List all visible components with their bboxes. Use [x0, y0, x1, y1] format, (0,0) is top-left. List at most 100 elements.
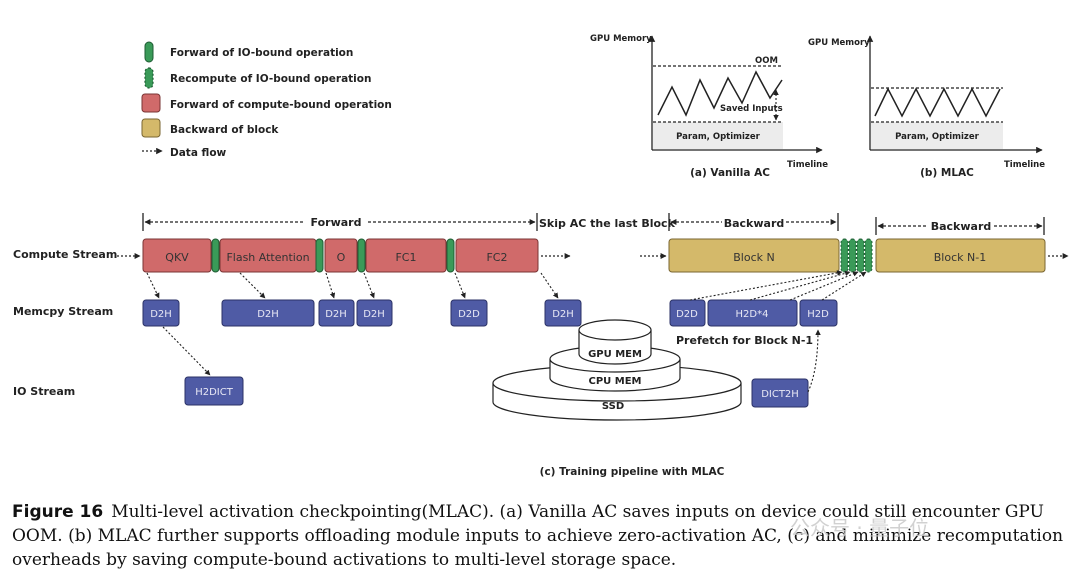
memcpy-label: D2D: [458, 309, 480, 320]
compute-stream: QKV Flash Attention O FC1 FC2 Block N Bl…: [117, 238, 1069, 273]
panel-a-base-fill: [653, 122, 783, 149]
fc1-label: FC1: [395, 251, 416, 264]
panel-a-oom-label: OOM: [755, 56, 778, 66]
flow-arrow: [363, 272, 375, 299]
backward2-label: Backward: [931, 220, 992, 233]
memcpy-h2d-x4: [707, 299, 798, 327]
io-forward-capsule: [211, 238, 220, 273]
io-stream: H2DICT DICT2H: [184, 376, 809, 408]
memcpy-d2h: [221, 299, 315, 327]
io-forward-capsule: [315, 238, 324, 273]
figure-label: Figure 16: [12, 502, 104, 522]
panel-b-memory-curve: [874, 87, 1001, 118]
skip-ac-label: Skip AC the last Block: [539, 217, 676, 230]
green-dotted-capsule-icon: [144, 67, 154, 89]
panel-a-xlabel: Timeline: [787, 160, 828, 170]
qkv-block: [142, 238, 212, 273]
prefetch-label: Prefetch for Block N-1: [676, 334, 813, 347]
memcpy-d2h: [544, 299, 582, 327]
io-forward-capsule: [357, 238, 366, 273]
compute-stream-label: Compute Stream: [13, 248, 117, 261]
legend-label: Forward of IO-bound operation: [170, 47, 353, 59]
fc2-label: FC2: [486, 251, 507, 264]
memcpy-d2h: [318, 299, 355, 327]
panel-b-mlac: GPU Memory Timeline Param, Optimizer (b)…: [808, 35, 1045, 179]
flow-arrow: [239, 272, 266, 299]
backward1-label: Backward: [724, 217, 785, 230]
panel-b-ylabel: GPU Memory: [808, 38, 870, 48]
cpu-mem-label: CPU MEM: [588, 376, 641, 387]
panel-a-memory-curve: [657, 70, 783, 117]
flow-arrow: [162, 326, 211, 376]
legend: Forward of IO-bound operation Recompute …: [141, 41, 392, 159]
memcpy-d2h: [356, 299, 393, 327]
legend-item-compute-forward: Forward of compute-bound operation: [141, 93, 392, 113]
memcpy-label: H2D: [807, 309, 829, 320]
legend-label: Recompute of IO-bound operation: [170, 73, 371, 85]
qkv-label: QKV: [165, 251, 189, 264]
block-n: [668, 238, 840, 273]
data-flow-arrows: [146, 270, 867, 393]
forward-label: Forward: [311, 216, 362, 229]
o-block: [324, 238, 358, 273]
flow-arrow: [807, 329, 821, 393]
flow-arrow: [749, 270, 851, 301]
io-label: DICT2H: [761, 389, 799, 400]
gold-box-icon: [141, 118, 161, 138]
panel-a-ylabel: GPU Memory: [590, 34, 652, 44]
legend-label: Backward of block: [170, 124, 279, 136]
flow-arrow: [789, 271, 859, 301]
memcpy-label: D2H: [150, 309, 172, 320]
block-n-label: Block N: [733, 251, 774, 264]
panel-b-base-label: Param, Optimizer: [895, 132, 979, 142]
memcpy-h2d: [799, 299, 838, 327]
storage-hierarchy: SSD CPU MEM GPU MEM: [492, 319, 742, 421]
memcpy-stream: D2H D2H D2H D2H D2D D2H D2D H2D*4 H2D Pr…: [142, 299, 838, 347]
panel-a-saved-inputs-label: Saved Inputs: [720, 104, 783, 114]
panel-a-vanilla-ac: GPU Memory Timeline Param, Optimizer OOM…: [590, 34, 828, 179]
panel-a-caption: (a) Vanilla AC: [690, 167, 770, 179]
legend-label: Data flow: [170, 147, 227, 159]
flash-attention-label: Flash Attention: [226, 251, 309, 264]
memcpy-label: D2H: [257, 309, 279, 320]
io-recompute-capsule: [848, 238, 857, 273]
flow-arrow: [821, 271, 867, 301]
memcpy-label: D2H: [325, 309, 347, 320]
legend-item-backward: Backward of block: [141, 118, 279, 138]
watermark: 公众号 · 量子位: [790, 516, 930, 540]
flow-arrow: [540, 272, 559, 299]
block-n-1: [875, 238, 1046, 273]
memcpy-label: D2H: [552, 309, 574, 320]
io-dict2h: [751, 378, 809, 408]
io-recompute-capsule: [840, 238, 849, 273]
legend-item-data-flow: Data flow: [142, 147, 227, 159]
block-n-1-label: Block N-1: [934, 251, 986, 264]
figure-text: Multi-level activation checkpointing(MLA…: [12, 502, 1064, 570]
io-forward-capsule: [446, 238, 455, 273]
memcpy-label: H2D*4: [736, 309, 769, 320]
memcpy-d2h: [142, 299, 180, 327]
memcpy-d2d: [450, 299, 488, 327]
fc2-block: [455, 238, 539, 273]
gpu-mem-disk-top: [578, 319, 652, 341]
red-box-icon: [141, 93, 161, 113]
io-h2dict: [184, 376, 244, 406]
io-recompute-capsule: [856, 238, 865, 273]
legend-item-io-recompute: Recompute of IO-bound operation: [144, 67, 371, 89]
legend-label: Forward of compute-bound operation: [170, 99, 392, 111]
flow-arrow: [146, 272, 160, 299]
memcpy-stream-label: Memcpy Stream: [13, 305, 113, 318]
flow-arrow: [325, 272, 336, 299]
panel-c-headers: Forward Skip AC the last Block Backward …: [142, 213, 1045, 235]
panel-b-xlabel: Timeline: [1004, 160, 1045, 170]
ssd-label: SSD: [602, 401, 624, 412]
panel-c-caption: (c) Training pipeline with MLAC: [540, 466, 725, 478]
flow-arrow: [689, 270, 843, 301]
memcpy-label: D2D: [676, 309, 698, 320]
panel-b-base-fill: [871, 122, 1003, 149]
io-label: H2DICT: [195, 387, 234, 398]
panel-a-base-label: Param, Optimizer: [676, 132, 760, 142]
io-recompute-capsule: [864, 238, 873, 273]
memcpy-d2d: [669, 299, 706, 327]
